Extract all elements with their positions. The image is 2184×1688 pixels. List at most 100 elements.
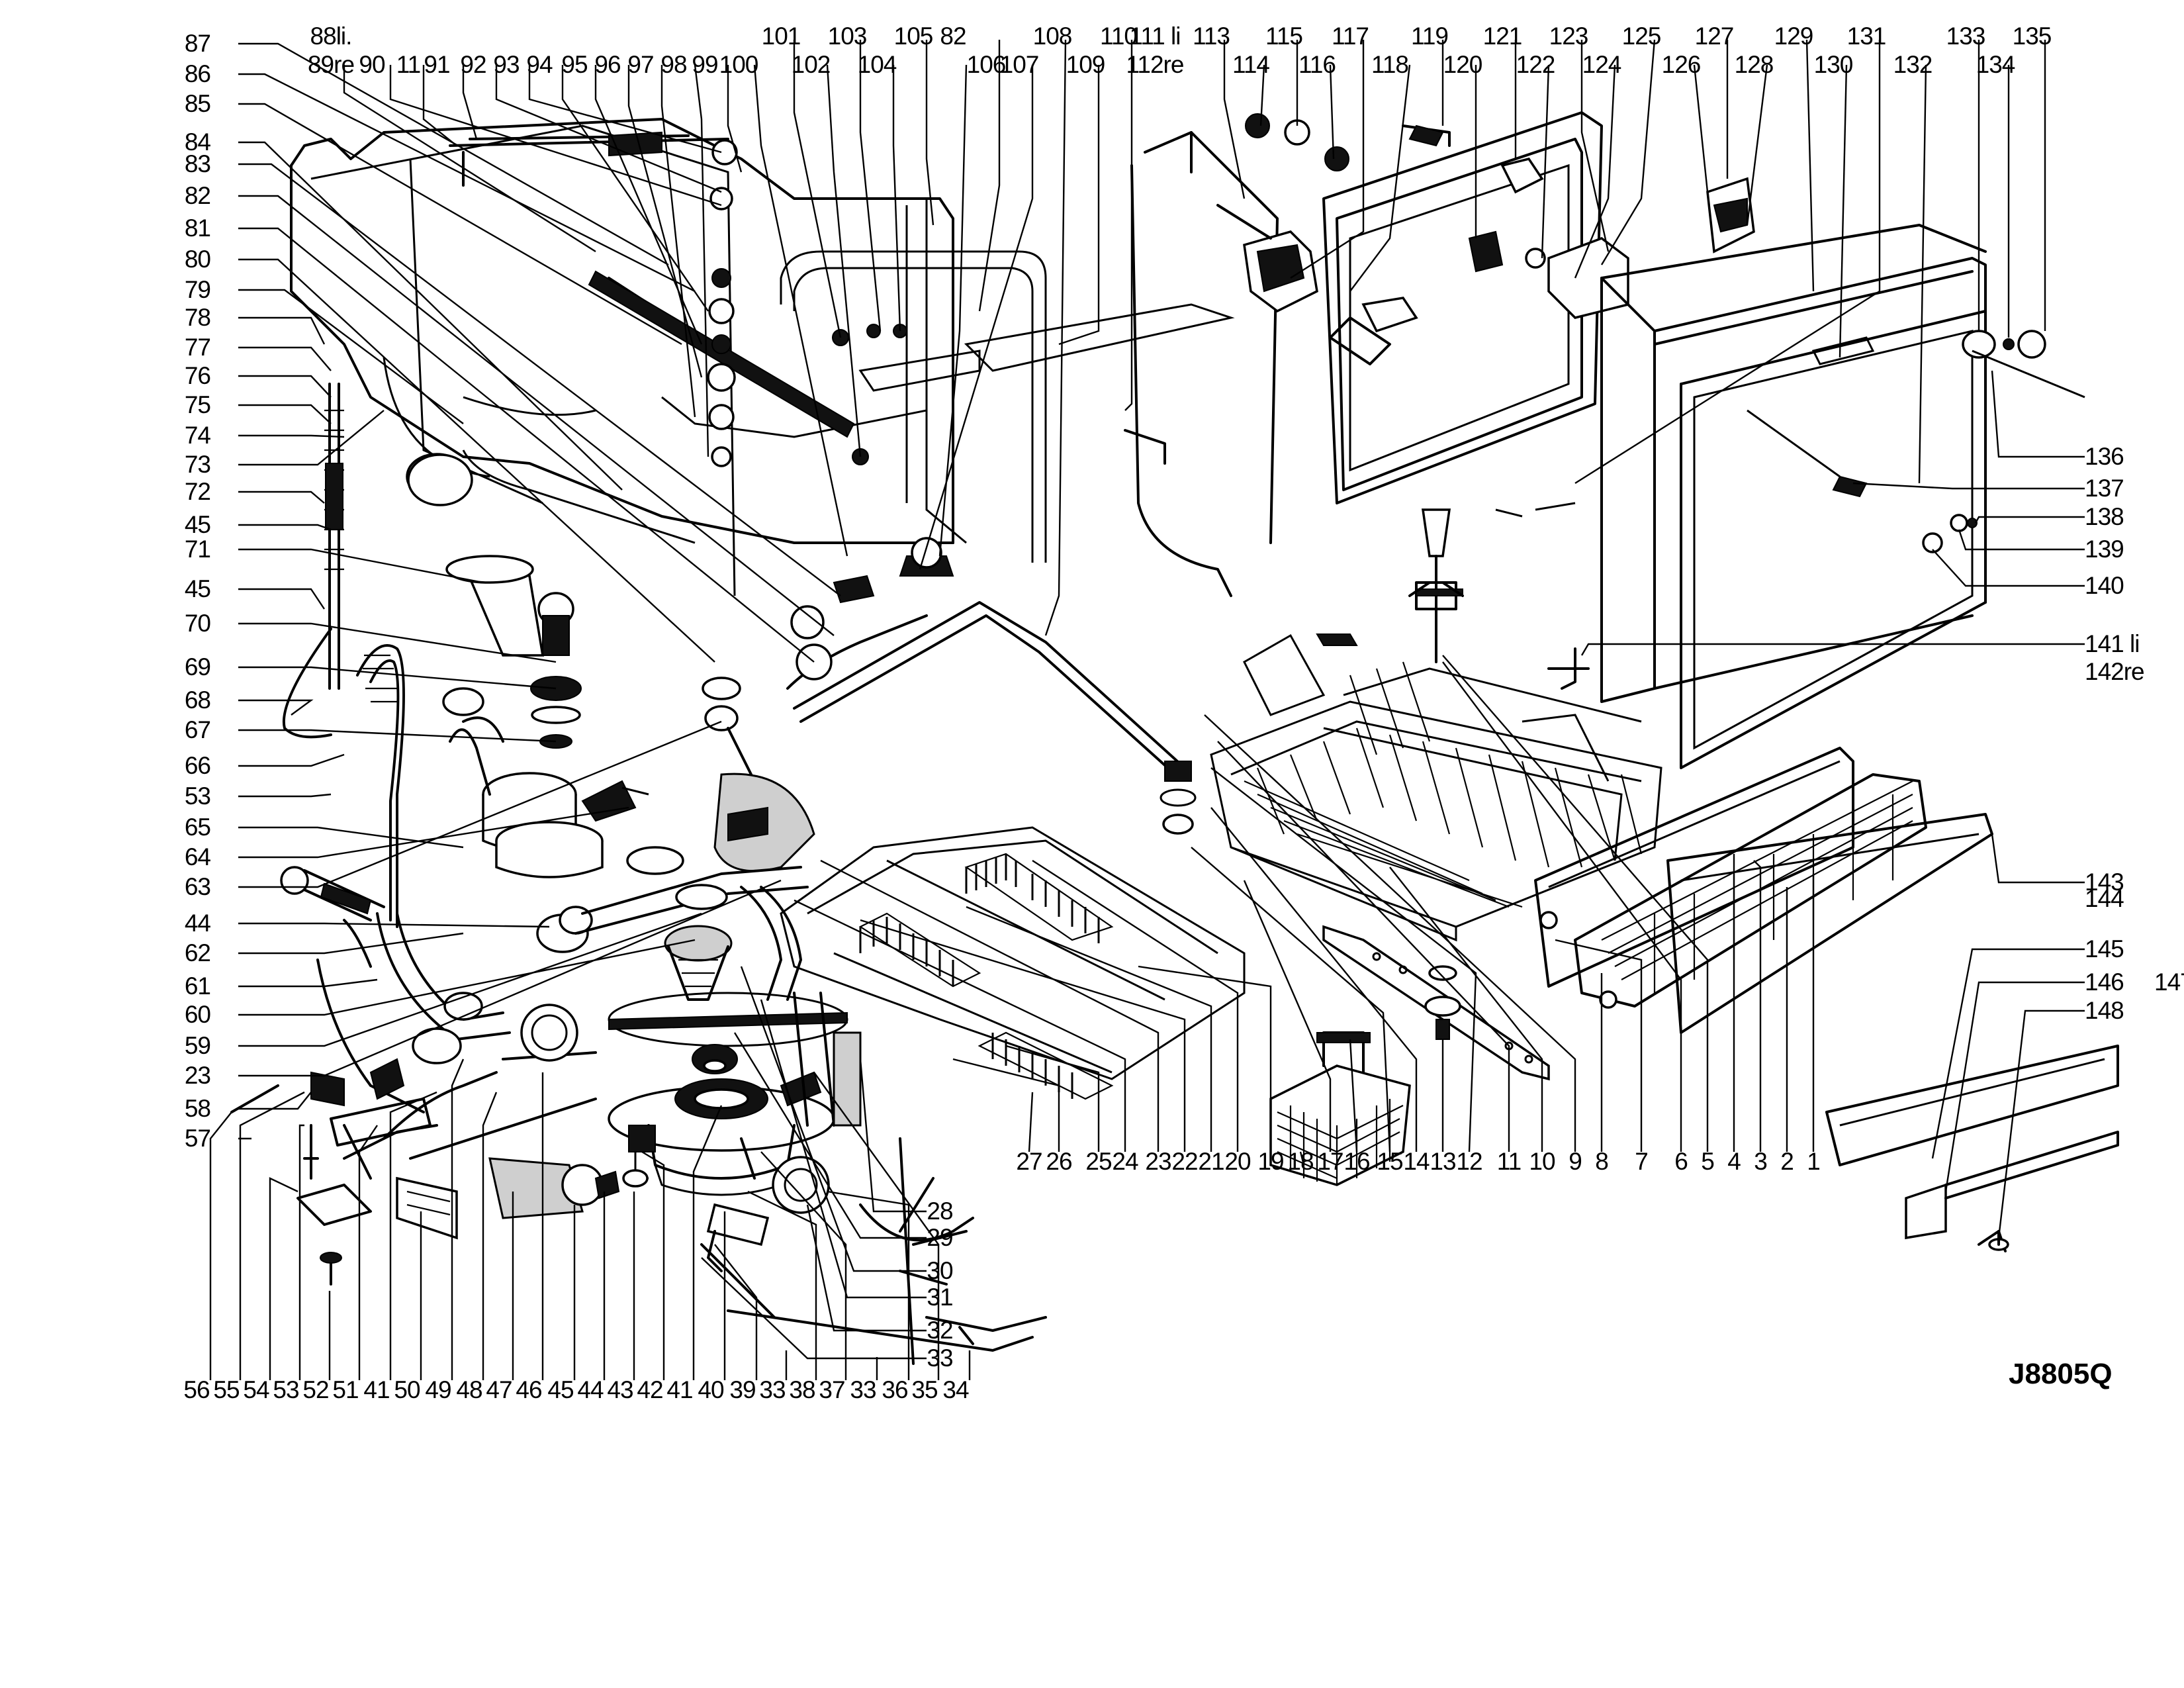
callout-label-bottom-row: 40	[698, 1376, 724, 1403]
drawing-code: J8805Q	[2009, 1358, 2113, 1390]
callout-label-center-right-row: 25	[1085, 1148, 1112, 1175]
callout-label-top: 122	[1516, 51, 1555, 78]
callout-label-center-column: 31	[927, 1284, 952, 1311]
callout-label-left: 74	[185, 422, 211, 449]
callout-label-center-right-row: 24	[1112, 1148, 1138, 1175]
callout-label-left: 61	[185, 972, 210, 1000]
callout-label-right: 147	[2154, 968, 2184, 996]
callout-label-center-right-row: 7	[1635, 1148, 1648, 1175]
callout-label-bottom-row: 54	[243, 1376, 269, 1403]
callout-label-top: 115	[1265, 23, 1302, 50]
callout-label-top: 107	[1000, 51, 1039, 78]
callout-label-bottom-row: 56	[183, 1376, 209, 1403]
callout-label-top: 95	[561, 51, 588, 78]
callout-label-right: 143	[2085, 868, 2124, 896]
callout-label-bottom-row: 44	[577, 1376, 604, 1403]
callout-label-left: 69	[185, 653, 210, 680]
callout-label-center-right-row: 23	[1145, 1148, 1171, 1175]
callout-label-left: 73	[185, 451, 210, 478]
callout-label-top: 90	[359, 51, 385, 78]
callout-label-right: 146	[2085, 968, 2124, 996]
spray-arm-hub	[702, 677, 815, 1001]
callout-label-top: 100	[719, 51, 758, 78]
callout-label-top: 130	[1814, 51, 1853, 78]
callout-label-center-column: 28	[927, 1197, 952, 1225]
callout-label-top: 113	[1193, 23, 1230, 50]
callout-label-center-right-row: 2	[1780, 1148, 1794, 1175]
bottom-parts	[230, 992, 1047, 1365]
callout-label-center-right-row: 9	[1569, 1148, 1582, 1175]
cutlery-basket	[1269, 1031, 1411, 1186]
callout-label-left: 87	[185, 30, 210, 57]
callout-label-left: 60	[185, 1001, 211, 1028]
callout-label-right: 138	[2085, 503, 2124, 530]
callout-label-left: 81	[185, 214, 210, 242]
callout-label-top: 131	[1847, 23, 1886, 50]
callout-label-left: 64	[185, 843, 211, 870]
callout-label-bottom-row: 35	[911, 1376, 938, 1403]
callout-label-top: 92	[460, 51, 486, 78]
callout-label-center-right-row: 4	[1727, 1148, 1741, 1175]
callout-label-left: 86	[185, 60, 210, 87]
callout-label-top: 82	[940, 23, 966, 50]
callout-label-left: 80	[185, 246, 211, 273]
callout-label-left: 71	[185, 536, 210, 563]
callout-label-right: 139	[2085, 536, 2124, 563]
callout-label-center-right-row: 8	[1595, 1148, 1608, 1175]
callout-label-top: 127	[1695, 23, 1734, 50]
upper-standpipe	[1408, 508, 1464, 663]
callout-label-bottom-row: 55	[213, 1376, 240, 1403]
callout-label-left: 84	[185, 128, 211, 156]
callout-label-center-right-row: 5	[1701, 1148, 1714, 1175]
callout-label-left: 68	[185, 686, 210, 714]
callout-label-top: 126	[1662, 51, 1701, 78]
callout-label-top: 88li.	[310, 23, 352, 50]
callout-label-top: 105	[894, 23, 933, 50]
callout-label-left: 75	[185, 391, 211, 418]
callout-label-top: 91	[424, 51, 449, 78]
callout-label-left: 70	[185, 610, 211, 637]
callout-label-center-right-row: 10	[1529, 1148, 1555, 1175]
parts-drawing	[230, 111, 2119, 1365]
pump-left	[407, 453, 649, 878]
callout-label-top: 89re	[308, 51, 354, 78]
callout-label-top: 11	[396, 51, 420, 78]
callout-label-bottom-row: 51	[332, 1376, 358, 1403]
callout-label-left: 63	[185, 873, 210, 900]
callout-label-bottom-row: 52	[302, 1376, 328, 1403]
callout-label-center-right-row: 27	[1016, 1148, 1042, 1175]
callout-label-bottom-row: 48	[456, 1376, 482, 1403]
callout-label-center-column: 33	[927, 1344, 952, 1372]
trim-strip	[1825, 1045, 2119, 1252]
lower-basket	[780, 826, 1246, 1100]
callout-label-right: 148	[2085, 997, 2124, 1024]
callout-label-top: 119	[1411, 23, 1448, 50]
callout-label-center-right-row: 12	[1456, 1148, 1482, 1175]
callout-label-top: 123	[1549, 23, 1588, 50]
callout-label-center-right-row: 20	[1224, 1148, 1251, 1175]
callout-label-left: 72	[185, 478, 210, 505]
callout-label-bottom-row: 34	[942, 1376, 969, 1403]
callout-label-bottom-row: 41	[666, 1376, 692, 1403]
callout-label-bottom-row: 46	[516, 1376, 541, 1403]
callout-label-center-right-row: 22	[1171, 1148, 1197, 1175]
callout-label-center-right-row: 3	[1754, 1148, 1767, 1175]
callout-label-left: 44	[185, 910, 211, 937]
callout-label-top: 98	[660, 51, 686, 78]
callout-label-bottom-row: 36	[882, 1376, 907, 1403]
callout-label-bottom-row: 42	[637, 1376, 662, 1403]
callout-label-top: 93	[493, 51, 519, 78]
circulation-pipe	[786, 537, 1197, 835]
callout-label-top: 132	[1893, 51, 1933, 78]
callout-label-top: 101	[762, 23, 801, 50]
drain-hoses	[280, 383, 809, 1113]
leader-lines	[209, 39, 2085, 1380]
callout-label-left: 53	[185, 782, 210, 810]
outer-door	[1495, 224, 2085, 769]
upper-basket	[1210, 633, 1662, 942]
callout-label-top: 108	[1033, 23, 1072, 50]
callout-label-left: 23	[185, 1062, 210, 1089]
callout-label-left: 62	[185, 939, 210, 966]
callout-label-center-right-row: 13	[1430, 1148, 1455, 1175]
callout-label-left: 85	[185, 90, 211, 117]
